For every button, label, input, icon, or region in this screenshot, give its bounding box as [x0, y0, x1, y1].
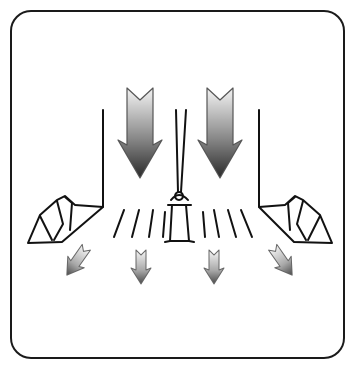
diagram-canvas [0, 0, 355, 369]
diagram-svg [0, 0, 355, 369]
